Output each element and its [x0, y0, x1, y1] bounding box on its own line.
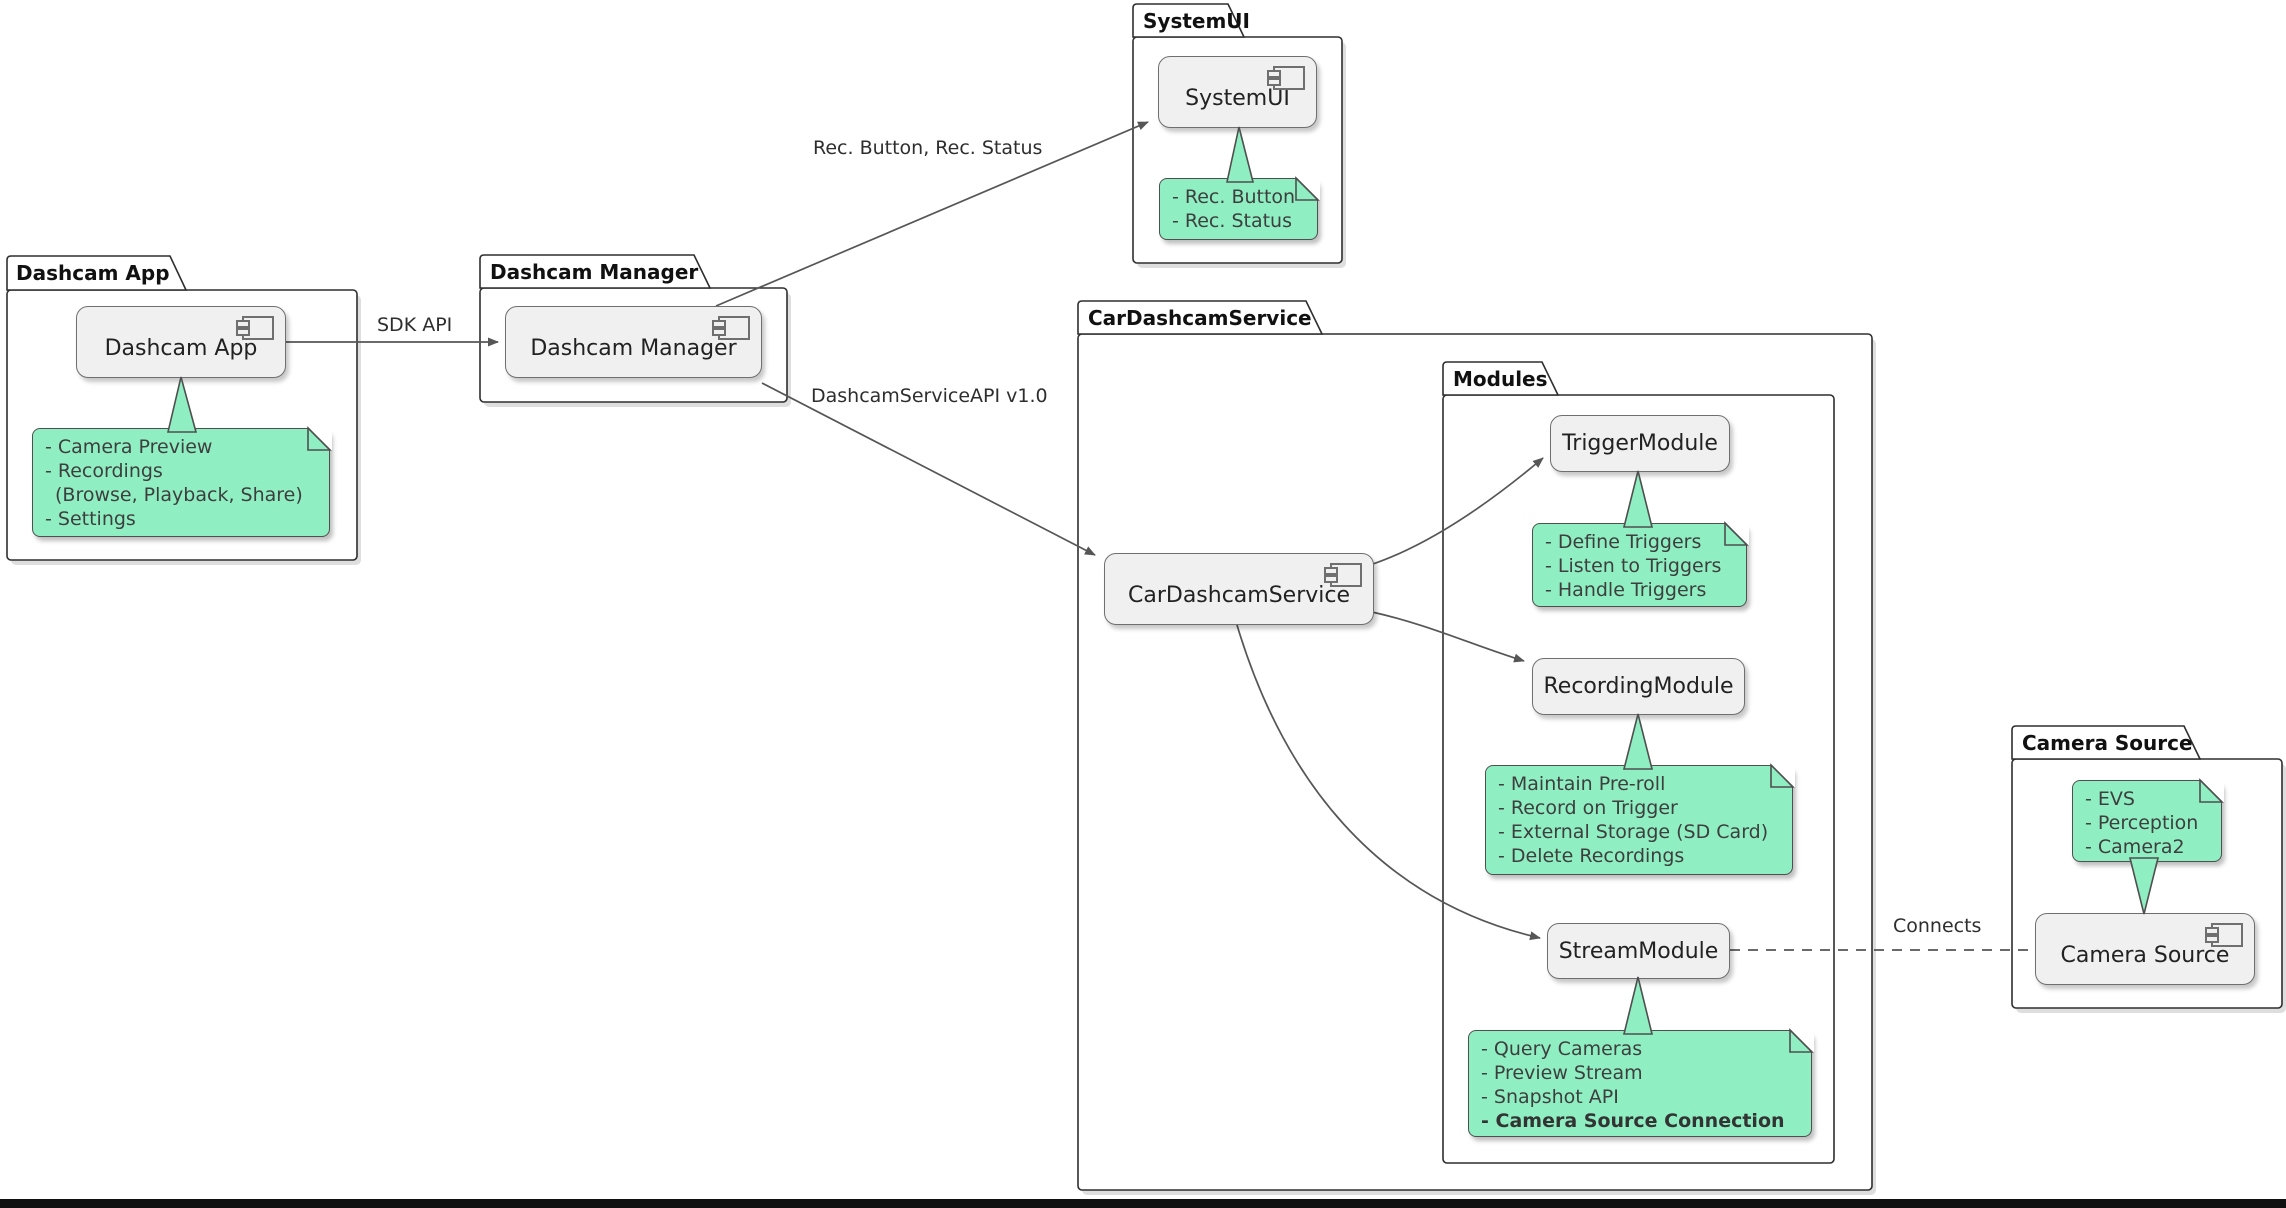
note-line: - Delete Recordings [1498, 845, 1685, 867]
note-line: - Query Cameras [1481, 1038, 1643, 1060]
note-tail-systemui [1226, 126, 1255, 183]
component-label: RecordingModule [1543, 674, 1734, 699]
note-line: (Browse, Playback, Share) [55, 484, 303, 506]
component-cardashcamservice: CarDashcamService [1104, 553, 1374, 625]
package-title-camera-source: Camera Source [2022, 731, 2193, 755]
note-line: - Settings [45, 508, 136, 530]
edge-label-sdk-api: SDK API [377, 314, 453, 336]
note-line: - Camera Source Connection [1481, 1110, 1785, 1132]
component-camera-source: Camera Source [2035, 913, 2255, 985]
note-line: - Define Triggers [1545, 531, 1702, 553]
note-tail-camera-source [2128, 857, 2160, 915]
note-trigger-module: - Define Triggers - Listen to Triggers -… [1532, 523, 1747, 607]
note-line: - Recordings [45, 460, 163, 482]
note-line: - Maintain Pre-roll [1498, 773, 1666, 795]
component-label: Dashcam App [104, 335, 258, 361]
component-dashcam-manager: Dashcam Manager [505, 306, 762, 378]
note-line: - Record on Trigger [1498, 797, 1678, 819]
edge-label-connects: Connects [1893, 915, 1982, 937]
component-stream-module: StreamModule [1547, 923, 1730, 979]
note-tail-dashcam-app [166, 376, 198, 433]
component-label: SystemUI [1185, 85, 1290, 111]
note-camera-source: - EVS - Perception - Camera2 [2072, 780, 2222, 862]
note-dashcam-app: - Camera Preview - Recordings (Browse, P… [32, 428, 330, 537]
package-title-cardashcamservice: CarDashcamService [1088, 306, 1312, 330]
note-line: - External Storage (SD Card) [1498, 821, 1769, 843]
component-label: StreamModule [1558, 938, 1719, 964]
edge-service-recording-arrow [1371, 611, 1525, 663]
note-line: - Camera2 [2085, 836, 2185, 858]
note-line: - Snapshot API [1481, 1086, 1619, 1108]
package-title-dashcam-app: Dashcam App [16, 261, 170, 285]
package-title-dashcam-manager: Dashcam Manager [490, 260, 699, 284]
note-tail-trigger [1622, 470, 1654, 528]
component-label: Dashcam Manager [530, 335, 737, 361]
package-tabs [6, 3, 2202, 760]
note-line: - EVS [2085, 788, 2135, 810]
note-line: - Handle Triggers [1545, 579, 1707, 601]
note-line: - Preview Stream [1481, 1062, 1643, 1084]
component-systemui: SystemUI [1158, 56, 1317, 128]
window-bottom-edge [0, 1199, 2286, 1208]
note-line: - Rec. Status [1172, 210, 1293, 232]
component-label: Camera Source [2060, 942, 2230, 968]
note-line: - Listen to Triggers [1545, 555, 1722, 577]
component-icon [236, 316, 274, 340]
note-tail-stream [1622, 976, 1654, 1035]
note-line: - Rec. Button [1172, 186, 1296, 208]
package-title-modules: Modules [1453, 367, 1548, 391]
edge-label-service-api: DashcamServiceAPI v1.0 [811, 385, 1048, 407]
component-dashcam-app: Dashcam App [76, 306, 286, 378]
note-line: - Camera Preview [45, 436, 213, 458]
component-icon [1324, 563, 1362, 587]
component-icon [2205, 923, 2243, 947]
note-line: - Perception [2085, 812, 2199, 834]
component-recording-module: RecordingModule [1532, 658, 1745, 715]
component-trigger-module: TriggerModule [1550, 415, 1730, 472]
component-icon [712, 316, 750, 340]
note-tail-recording [1622, 713, 1654, 770]
edge-service-trigger-arrow [1369, 457, 1544, 566]
edge-label-rec-ui: Rec. Button, Rec. Status [813, 137, 1043, 159]
component-label: CarDashcamService [1127, 582, 1351, 608]
edge-serviceapi-arrow [761, 382, 1096, 556]
package-title-systemui: SystemUI [1143, 9, 1250, 33]
note-recording-module: - Maintain Pre-roll - Record on Trigger … [1485, 765, 1793, 875]
note-stream-module: - Query Cameras - Preview Stream - Snaps… [1468, 1030, 1812, 1137]
component-icon [1267, 66, 1305, 90]
component-label: TriggerModule [1562, 431, 1718, 456]
note-systemui: - Rec. Button - Rec. Status [1159, 178, 1318, 240]
